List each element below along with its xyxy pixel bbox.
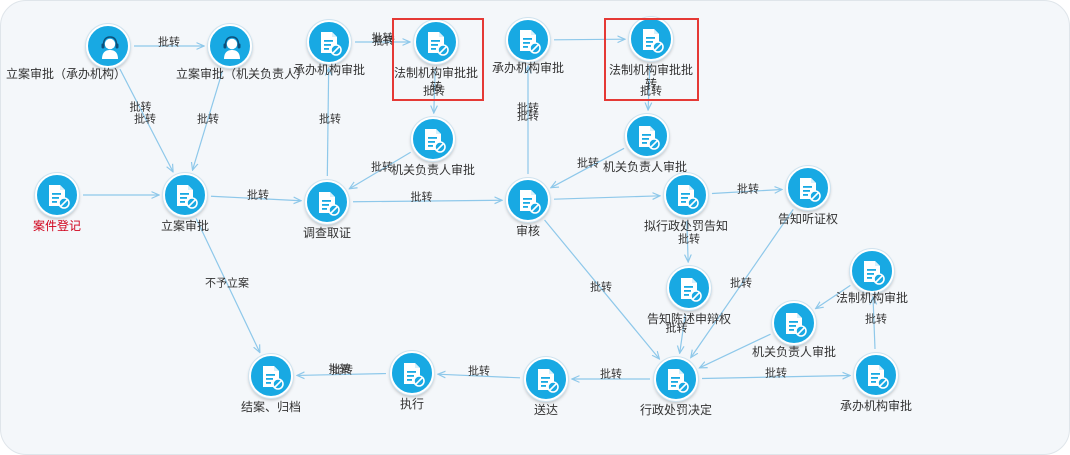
node-button[interactable] xyxy=(850,249,894,293)
node-button[interactable] xyxy=(249,354,293,398)
node-button[interactable] xyxy=(35,173,79,217)
node-button[interactable] xyxy=(667,266,711,310)
highlight-box xyxy=(392,18,484,101)
node-label: 机关负责人审批 xyxy=(602,160,687,174)
node-label: 审核 xyxy=(515,224,540,238)
edge-arrow xyxy=(701,376,850,379)
edge-label: 批转 xyxy=(665,321,688,334)
edge-label: 批转 xyxy=(590,280,612,294)
node-label: 机关负责人审批 xyxy=(751,345,836,359)
node-label: 送达 xyxy=(533,403,558,417)
edge-arrow xyxy=(711,189,782,195)
edge-label: 批转 xyxy=(865,312,887,326)
edge-label: 批转 xyxy=(468,364,490,378)
node-button[interactable] xyxy=(625,114,669,158)
node-button[interactable] xyxy=(411,117,455,161)
edge-label: 不予立案 xyxy=(205,276,249,290)
edge-label: 批转 xyxy=(328,362,351,375)
edge-arrow xyxy=(438,374,521,379)
edge-arrow xyxy=(687,220,688,262)
node-label: 立案审批（机关负责人） xyxy=(175,67,308,81)
edge-label: 批转 xyxy=(517,109,539,123)
node-label: 承办机构审批 xyxy=(292,63,365,77)
edge-arrow xyxy=(691,209,794,357)
node-button[interactable] xyxy=(163,173,207,217)
node-label: 承办机构审批 xyxy=(491,61,564,75)
node-label: 立案审批（承办机构） xyxy=(5,67,126,81)
node-button[interactable] xyxy=(307,20,351,64)
edge-arrow xyxy=(119,68,173,172)
edge-arrow xyxy=(680,313,686,354)
node-button[interactable] xyxy=(664,173,708,217)
node-label: 法制机构审批批转 xyxy=(609,63,694,91)
edge-arrow xyxy=(553,196,660,199)
node-label: 行政处罚决定 xyxy=(639,403,712,417)
node-button[interactable] xyxy=(86,24,130,68)
edge-label: 批转 xyxy=(730,276,752,290)
edge-arrow xyxy=(352,200,502,201)
node-button[interactable] xyxy=(390,351,434,395)
edge-label: 批转 xyxy=(134,112,156,126)
edge-label: 批转 xyxy=(423,84,445,98)
edge-label: 批转 xyxy=(129,100,152,113)
edge-arrow xyxy=(195,218,260,352)
node-button[interactable] xyxy=(654,357,698,401)
node-button[interactable] xyxy=(854,353,898,397)
node-label: 告知陈述申辩权 xyxy=(646,312,731,326)
edge-label: 批转 xyxy=(517,101,539,115)
edge-arrow xyxy=(553,39,625,40)
node-label: 执行 xyxy=(399,397,424,411)
node-label: 法制机构审批 xyxy=(835,291,908,305)
edge-arrow xyxy=(551,147,625,187)
edge-label: 批转 xyxy=(319,112,341,126)
node-button[interactable] xyxy=(208,24,252,68)
node-button[interactable] xyxy=(786,166,830,210)
edge-label: 批转 xyxy=(640,84,662,98)
edge-label: 批转 xyxy=(247,188,269,201)
node-button[interactable] xyxy=(305,180,349,224)
node-label: 拟行政处罚告知 xyxy=(643,219,728,233)
node-label: 告知听证权 xyxy=(777,212,838,226)
edge-arrow xyxy=(297,374,387,376)
node-label: 承办机构审批 xyxy=(839,399,912,413)
node-button[interactable] xyxy=(506,18,550,62)
highlight-box xyxy=(604,18,699,101)
edge-label: 批转 xyxy=(577,156,599,170)
edge-label: 批转 xyxy=(737,182,759,196)
node-button[interactable] xyxy=(414,20,458,64)
edge-arrow xyxy=(193,70,224,170)
node-button[interactable] xyxy=(506,178,550,222)
edge-label: 批转 xyxy=(371,31,394,45)
node-label: 机关负责人审批 xyxy=(390,163,475,177)
edge-arrow xyxy=(648,64,650,110)
edge-label: 批转 xyxy=(197,112,219,126)
edge-arrow xyxy=(210,195,301,200)
node-label: 立案审批 xyxy=(160,219,209,233)
edge-arrow xyxy=(816,284,851,308)
node-button[interactable] xyxy=(524,357,568,401)
edge-label: 批转 xyxy=(331,363,353,377)
edge-label: 批转 xyxy=(600,367,622,381)
edge-label: 批转 xyxy=(678,232,700,246)
node-button[interactable] xyxy=(772,301,816,345)
edge-label: 批转 xyxy=(765,366,787,380)
edge-arrow xyxy=(327,68,328,177)
edge-label: 批转 xyxy=(371,160,393,174)
edge-arrow xyxy=(349,151,411,188)
node-label: 结案、归档 xyxy=(240,400,301,414)
edge-label: 批转 xyxy=(410,190,433,204)
edge-arrow xyxy=(699,333,771,368)
node-label: 案件登记 xyxy=(32,219,81,233)
edge-label: 批转 xyxy=(158,35,180,49)
edge-arrow xyxy=(434,67,435,113)
edge-label: 批转 xyxy=(373,34,395,48)
edge-arrow xyxy=(544,219,660,359)
node-label: 调查取证 xyxy=(302,226,351,240)
node-label: 法制机构审批批转 xyxy=(394,66,479,94)
edge-arrow xyxy=(873,297,875,350)
